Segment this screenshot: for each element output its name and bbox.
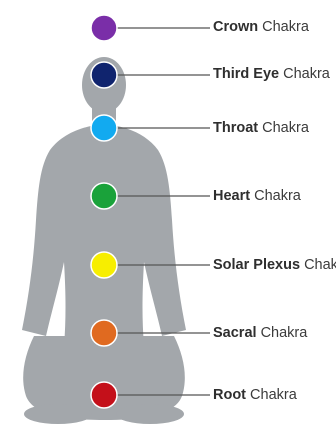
chakra-dot-sacral [91, 320, 117, 346]
figure-torso [22, 124, 186, 346]
chakra-name: Throat [213, 120, 258, 136]
chakra-name: Root [213, 387, 246, 403]
meditating-figure-silhouette [22, 57, 186, 424]
chakra-suffix: Chakra [262, 19, 309, 35]
chakra-dot-root [91, 382, 117, 408]
chakra-label-crown: Crown Chakra [213, 17, 309, 37]
chakra-label-throat: Throat Chakra [213, 118, 309, 138]
figure-left-foot [24, 404, 92, 424]
chakra-dot-solar-plexus [91, 252, 117, 278]
chakra-name: Crown [213, 19, 258, 35]
chakra-name: Heart [213, 188, 250, 204]
chakra-label-sacral: Sacral Chakra [213, 323, 307, 343]
figure-right-foot [116, 404, 184, 424]
chakra-name: Sacral [213, 325, 257, 341]
chakra-suffix: Chakra [304, 257, 336, 273]
chakra-suffix: Chakra [254, 188, 301, 204]
chakra-name: Third Eye [213, 66, 279, 82]
chakra-suffix: Chakra [262, 120, 309, 136]
chakra-dot-throat [91, 115, 117, 141]
chakra-suffix: Chakra [261, 325, 308, 341]
chakra-suffix: Chakra [250, 387, 297, 403]
chakra-label-heart: Heart Chakra [213, 186, 301, 206]
chakra-label-third-eye: Third Eye Chakra [213, 64, 330, 84]
chakra-dot-crown [91, 15, 117, 41]
chakra-label-root: Root Chakra [213, 385, 297, 405]
chakra-dot-third-eye [91, 62, 117, 88]
chakra-suffix: Chakra [283, 66, 330, 82]
chakra-name: Solar Plexus [213, 257, 300, 273]
chakra-label-solar-plexus: Solar Plexus Chakra [213, 255, 336, 275]
chakra-dot-heart [91, 183, 117, 209]
